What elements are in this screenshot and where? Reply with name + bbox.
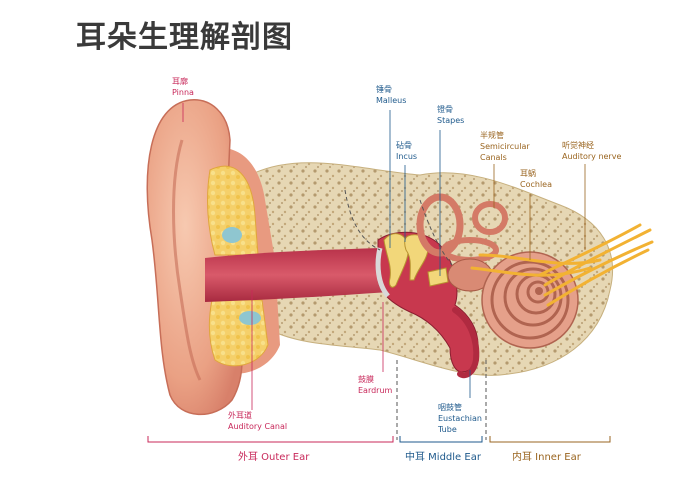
cartilage-lower [208, 299, 269, 367]
eustachian-label-zh: 咽鼓管 [438, 402, 462, 412]
eustachian-label-en2: Tube [437, 425, 457, 434]
eustachian-tube-shape [452, 307, 480, 379]
inner-ear-bracket [489, 436, 611, 443]
cartilage-spot-icon [239, 311, 261, 325]
semicircular-canal-shape [472, 201, 508, 235]
middle-inner-divider-top [419, 199, 453, 266]
incus-label-en: Incus [396, 152, 417, 161]
middle-ear-label: 中耳 Middle Ear [405, 450, 482, 463]
malleus-label-zh: 锤骨 [376, 84, 392, 94]
eardrum-shape [375, 247, 390, 298]
pinna-label-en: Pinna [172, 88, 194, 97]
eustachian-label-en1: Eustachian [438, 414, 482, 423]
auditory-canal-label-en: Auditory Canal [228, 422, 287, 431]
auditory-nerve-label-zh: 听觉神经 [562, 140, 594, 150]
incus-label-zh: 砧骨 [396, 140, 412, 150]
page-title: 耳朵生理解剖图 [76, 20, 293, 55]
auditory-nerve-label-en: Auditory nerve [562, 152, 621, 161]
malleus-label-en: Malleus [376, 96, 406, 105]
auditory-canal-shape [205, 248, 390, 302]
eardrum-label-en: Eardrum [358, 386, 393, 395]
pinna-fold [172, 139, 202, 381]
outer-middle-divider-top [344, 189, 381, 251]
stapes-label-zh: 镫骨 [437, 104, 453, 114]
cartilage-spot-icon [222, 227, 242, 243]
outer-ear-label: 外耳 Outer Ear [238, 451, 310, 463]
middle-ear-bracket [399, 436, 483, 443]
cochlea-label-en: Cochlea [520, 180, 552, 189]
cochlea-shape [481, 251, 579, 349]
pinna-label-zh: 耳廓 [172, 76, 188, 86]
semicircular-label-en1: Semicircular [480, 142, 530, 151]
outer-ear-bracket [147, 436, 394, 443]
eardrum-label-zh: 鼓膜 [358, 374, 374, 384]
auditory-nerve-shape [470, 223, 654, 307]
inner-ear-label: 内耳 Inner Ear [512, 450, 582, 463]
semicircular-label-zh: 半规管 [480, 130, 504, 140]
auditory-canal-label-zh: 外耳道 [228, 410, 252, 420]
stapes-label-en: Stapes [437, 116, 464, 125]
cochlea-label-zh: 耳蜗 [520, 168, 536, 178]
semicircular-label-en2: Canals [480, 153, 507, 162]
